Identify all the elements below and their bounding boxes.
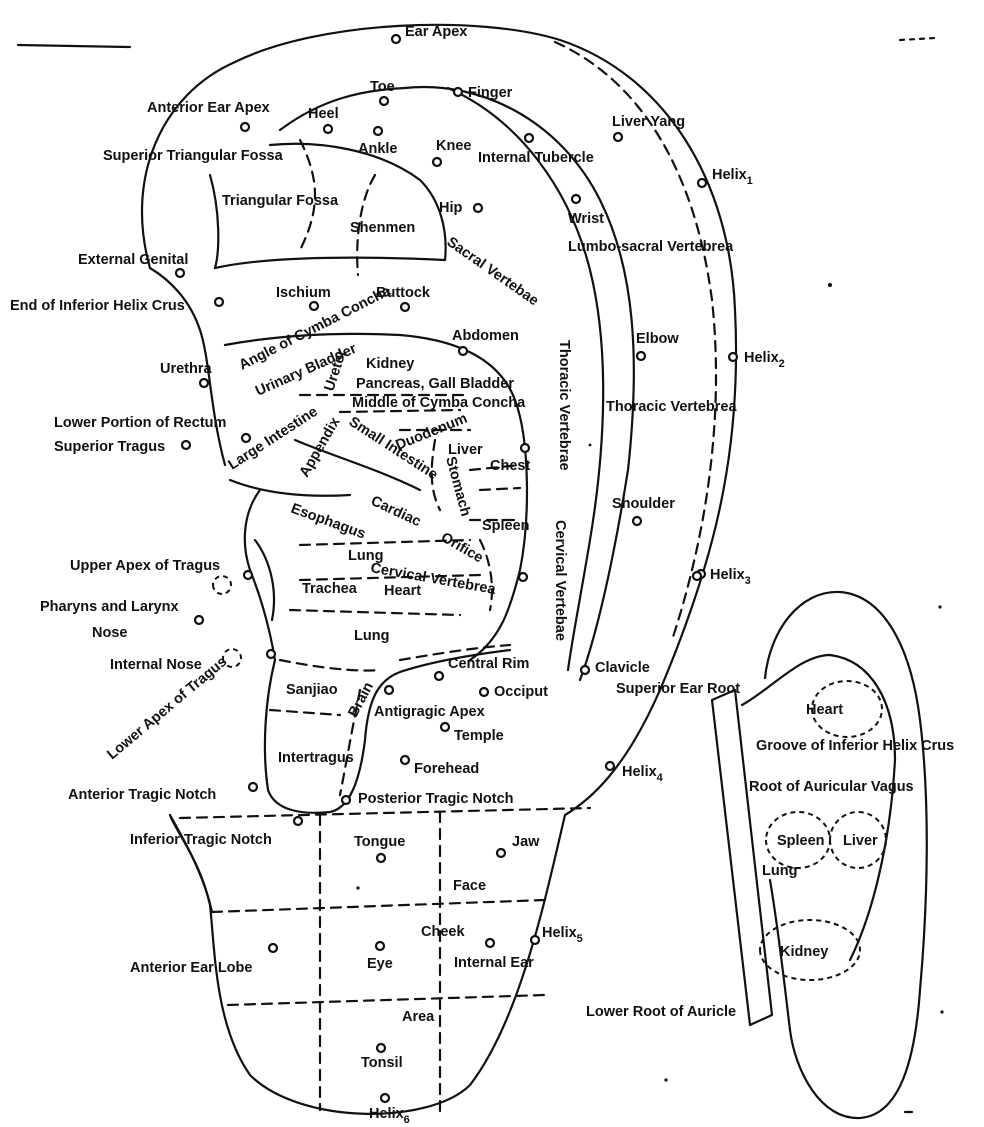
label-eye: Eye <box>367 956 393 972</box>
label-root-auricular-vagus: Root of Auricular Vagus <box>749 779 914 795</box>
label-heel: Heel <box>308 106 339 122</box>
label-esophagus: Esophagus <box>289 501 368 543</box>
label-toe: Toe <box>370 79 395 95</box>
label-superior-triangular-fossa: Superior Triangular Fossa <box>103 148 284 164</box>
label-chest: Chest <box>490 458 530 474</box>
label-helix4: Helix4 <box>622 764 664 784</box>
label-wrist: Wrist <box>568 211 604 227</box>
label-knee: Knee <box>436 138 471 154</box>
tragus-dashed-circle <box>213 576 231 594</box>
label-lower-portion-rectum: Lower Portion of Rectum <box>54 415 226 431</box>
label-forehead: Forehead <box>414 761 479 777</box>
label-orifice: Orifice <box>438 530 486 567</box>
label-superior-ear-root: Superior Ear Root <box>616 681 740 697</box>
label-jaw: Jaw <box>512 834 540 850</box>
label-antigragic-apex: Antigragic Apex <box>374 704 485 720</box>
label-internal-nose: Internal Nose <box>110 657 202 673</box>
label-cardiac: Cardiac <box>368 493 423 530</box>
label-pancreas-gall-bladder: Pancreas, Gall Bladder <box>356 376 514 392</box>
point-labels: Ear Apex Toe Finger Anterior Ear Apex He… <box>10 24 954 1126</box>
label-helix2: Helix2 <box>744 350 785 370</box>
label-urethra: Urethra <box>160 361 213 377</box>
label-clavicle: Clavicle <box>595 660 650 676</box>
label-trachea: Trachea <box>302 581 358 597</box>
label-sanjiao: Sanjiao <box>286 682 338 698</box>
label-tonsil: Tonsil <box>361 1055 403 1071</box>
label-sacral-vertebae: Sacral Vertebae <box>444 234 542 309</box>
label-anterior-ear-apex: Anterior Ear Apex <box>147 100 270 116</box>
label-liver-yang: Liver Yang <box>612 114 685 130</box>
label-shenmen: Shenmen <box>350 220 415 236</box>
label-triangular-fossa: Triangular Fossa <box>222 193 339 209</box>
label-area: Area <box>402 1009 435 1025</box>
label-finger: Finger <box>468 85 513 101</box>
label-internal-ear: Internal Ear <box>454 955 534 971</box>
label-lung-lower: Lung <box>354 628 389 644</box>
label-kidney-back: Kidney <box>780 944 828 960</box>
label-anterior-ear-lobe: Anterior Ear Lobe <box>130 960 252 976</box>
label-elbow: Elbow <box>636 331 679 347</box>
label-spleen: Spleen <box>482 518 530 534</box>
label-end-inferior-helix-crus: End of Inferior Helix Crus <box>10 298 185 314</box>
label-spleen-back: Spleen <box>777 833 825 849</box>
label-posterior-tragic-notch: Posterior Tragic Notch <box>358 791 514 807</box>
top-left-rule <box>18 45 130 47</box>
label-tongue: Tongue <box>354 834 405 850</box>
label-helix1: Helix1 <box>712 167 753 187</box>
concha-lower-rim <box>230 480 350 496</box>
label-helix3: Helix3 <box>710 567 751 587</box>
label-face: Face <box>453 878 486 894</box>
label-middle-cymba-concha: Middle of Cymba Concha <box>352 395 526 411</box>
label-lumbo-sacral-vertebrea: Lumbo-sacral Vertebrea <box>568 239 734 255</box>
antitragus-outline <box>255 540 274 620</box>
label-heart-back: Heart <box>806 702 843 718</box>
label-pharyns-larynx: Pharyns and Larynx <box>40 599 179 615</box>
back-ear-groove <box>742 655 895 960</box>
label-hip: Hip <box>439 200 463 216</box>
label-stomach: Stomach <box>442 455 473 518</box>
label-shoulder: Shoulder <box>612 496 675 512</box>
label-lower-root-auricle: Lower Root of Auricle <box>586 1004 736 1020</box>
label-inferior-tragic-notch: Inferior Tragic Notch <box>130 832 272 848</box>
label-cheek: Cheek <box>421 924 465 940</box>
label-thoracic-vertebrea: Thoracic Vertebrea <box>606 399 737 415</box>
label-occiput: Occiput <box>494 684 548 700</box>
label-lung-back: Lung <box>762 863 797 879</box>
label-cervical-vertebae-vertical: Cervical Vertebae <box>552 520 568 641</box>
label-helix6: Helix6 <box>369 1106 410 1126</box>
label-groove-inferior-helix-crus: Groove of Inferior Helix Crus <box>756 738 954 754</box>
label-superior-tragus: Superior Tragus <box>54 439 165 455</box>
label-nose: Nose <box>92 625 127 641</box>
label-liver-back: Liver <box>843 833 878 849</box>
label-ankle: Ankle <box>358 141 398 157</box>
label-central-rim: Central Rim <box>448 656 529 672</box>
label-small-intestine: Small Intestine <box>346 414 441 483</box>
label-heart: Heart <box>384 583 421 599</box>
label-ear-apex: Ear Apex <box>405 24 467 40</box>
label-ischium: Ischium <box>276 285 331 301</box>
label-intertragus: Intertragus <box>278 750 354 766</box>
triangular-fossa-edge <box>210 175 218 268</box>
label-upper-apex-tragus: Upper Apex of Tragus <box>70 558 220 574</box>
label-helix5: Helix5 <box>542 925 583 945</box>
label-abdomen: Abdomen <box>452 328 519 344</box>
inferior-crus <box>215 258 445 268</box>
label-internal-tubercle: Internal Tubercle <box>478 150 594 166</box>
label-external-genital: External Genital <box>78 252 188 268</box>
label-kidney: Kidney <box>366 356 414 372</box>
label-anterior-tragic-notch: Anterior Tragic Notch <box>68 787 216 803</box>
label-temple: Temple <box>454 728 504 744</box>
label-thoracic-vertebrae-vertical: Thoracic Vertebrae <box>556 340 572 471</box>
